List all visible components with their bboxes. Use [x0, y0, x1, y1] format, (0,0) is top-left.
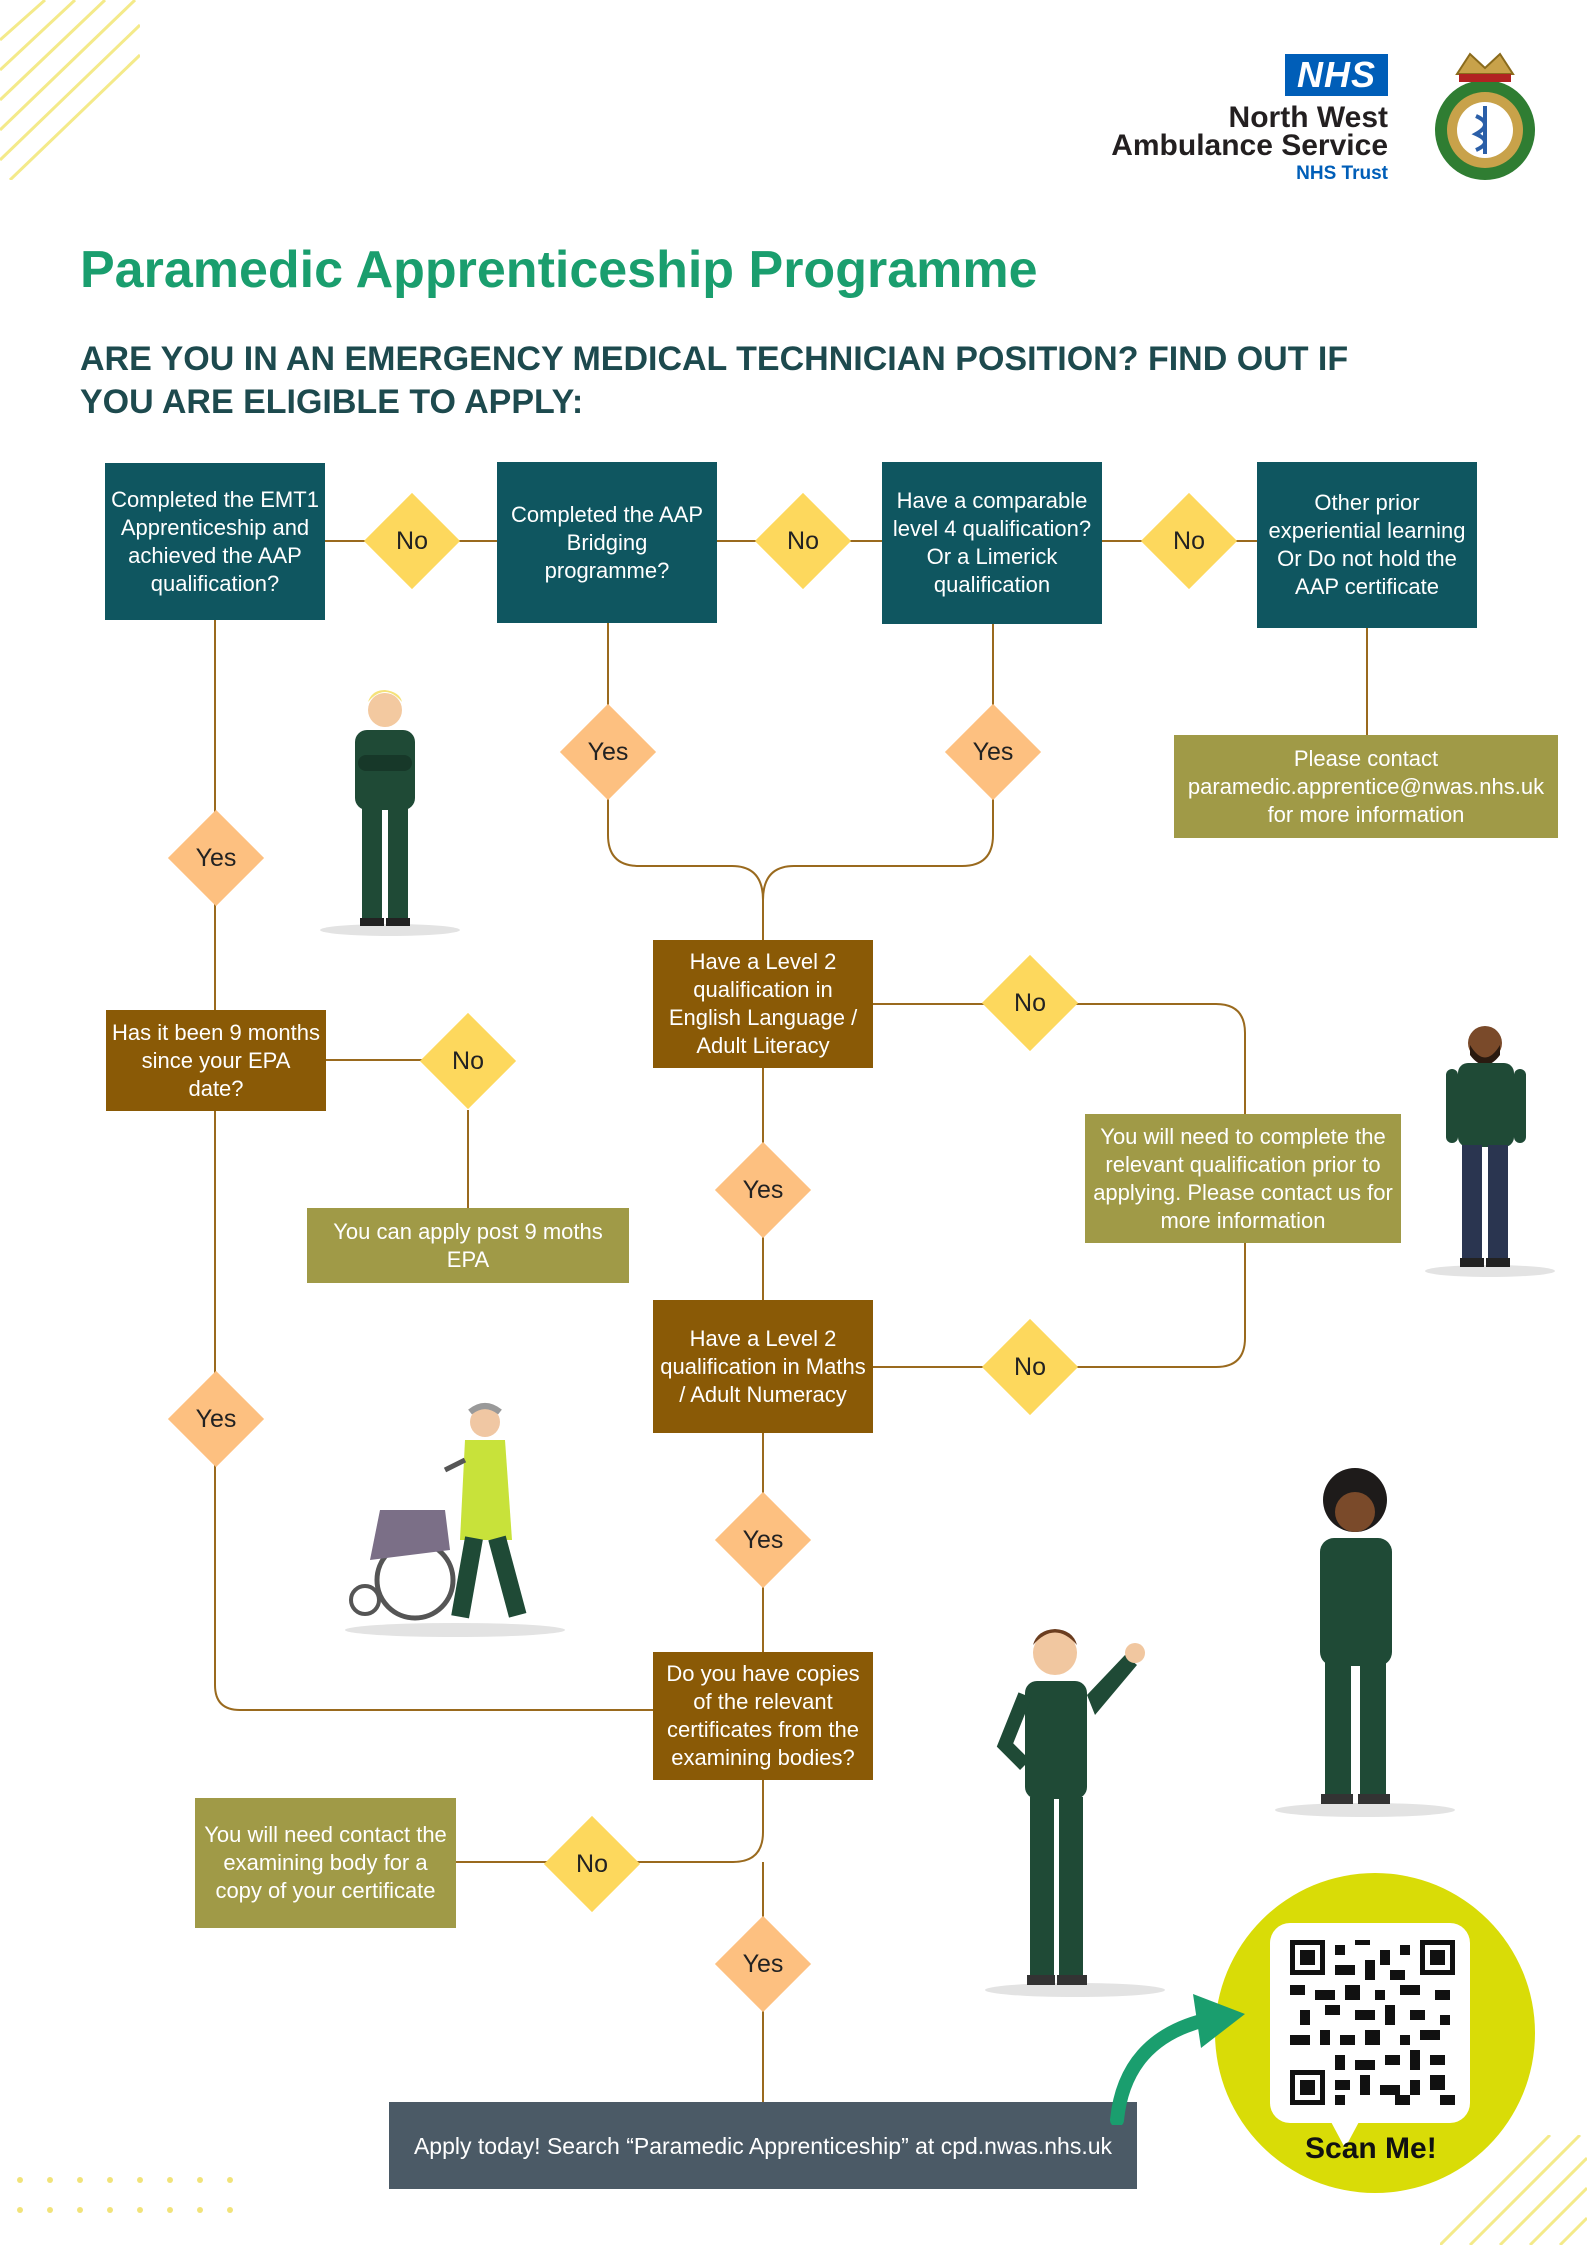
qr-code-icon[interactable]	[1290, 1940, 1455, 2105]
certificates-question: Do you have copies of the relevant certi…	[653, 1652, 873, 1780]
aap-bridging-question: Completed the AAP Bridging programme?	[497, 462, 717, 623]
page-title: Paramedic Apprenticeship Programme	[80, 241, 1038, 299]
maths-numeracy-question: Have a Level 2 qualification in Maths / …	[653, 1300, 873, 1433]
complete-qualification-box: You will need to complete the relevant q…	[1085, 1114, 1401, 1243]
decision-no: No	[751, 489, 855, 593]
page-subtitle: ARE YOU IN AN EMERGENCY MEDICAL TECHNICI…	[80, 340, 1349, 421]
apply-today-banner: Apply today! Search “Paramedic Apprentic…	[389, 2102, 1137, 2189]
prior-learning-box: Other prior experiential learning Or Do …	[1257, 462, 1477, 628]
epa-nine-months-question: Has it been 9 months since your EPA date…	[106, 1010, 326, 1111]
decision-no: No	[540, 1812, 644, 1916]
decision-yes: Yes	[556, 700, 660, 804]
nhs-trust-label: NHS Trust	[1296, 163, 1388, 184]
english-literacy-question: Have a Level 2 qualification in English …	[653, 940, 873, 1068]
decision-yes: Yes	[711, 1912, 815, 2016]
corner-stripes-top-left	[0, 0, 140, 180]
org-name-line1: North West	[1228, 101, 1388, 134]
paramedic-afro-illustration	[1275, 1468, 1455, 1817]
emt1-question: Completed the EMT1 Apprenticeship and ac…	[105, 463, 325, 620]
decision-yes: Yes	[164, 806, 268, 910]
decision-no: No	[360, 489, 464, 593]
nhs-logo: NHS	[1285, 54, 1388, 96]
decision-yes: Yes	[711, 1488, 815, 1592]
paramedic-arms-crossed-illustration	[320, 690, 460, 936]
decision-no: No	[416, 1009, 520, 1113]
paramedic-standing-illustration	[1425, 1026, 1555, 1277]
contact-examining-body-box: You will need contact the examining body…	[195, 1798, 456, 1928]
decision-no: No	[1137, 489, 1241, 593]
curved-arrow-icon	[1110, 1994, 1245, 2125]
corner-stripes-bottom-right	[1440, 2135, 1587, 2245]
paramedic-waving-illustration	[985, 1629, 1165, 1997]
contact-email-box: Please contact paramedic.apprentice@nwas…	[1174, 735, 1558, 838]
decision-no: No	[978, 951, 1082, 1055]
decision-yes: Yes	[711, 1138, 815, 1242]
level4-question: Have a comparable level 4 qualification?…	[882, 462, 1102, 624]
org-name-line2: Ambulance Service	[1111, 129, 1388, 162]
dots-bottom-left	[17, 2177, 233, 2213]
paramedic-wheelchair-illustration	[345, 1403, 565, 1637]
apply-post-epa-box: You can apply post 9 moths EPA	[307, 1208, 629, 1283]
decision-yes: Yes	[164, 1367, 268, 1471]
decision-no: No	[978, 1315, 1082, 1419]
decision-yes: Yes	[941, 700, 1045, 804]
ambulance-crest-icon	[1435, 52, 1535, 180]
scan-me-label: Scan Me!	[1305, 2132, 1437, 2165]
